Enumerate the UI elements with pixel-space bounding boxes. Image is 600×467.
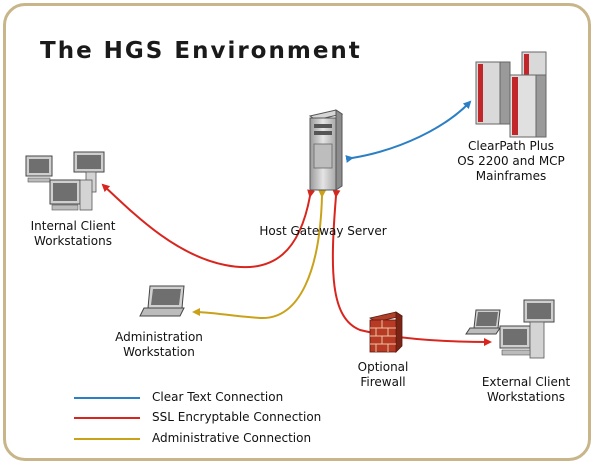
diagram-title: The HGS Environment (40, 38, 362, 64)
firewall-label: Optional Firewall (345, 360, 421, 390)
external-workstations-label: External Client Workstations (468, 375, 584, 405)
mainframes-label-line1: ClearPath Plus (468, 139, 554, 153)
internal-label-line1: Internal Client (30, 219, 116, 233)
external-label-line1: External Client (481, 375, 571, 389)
admin-workstation-label: Administration Workstation (100, 330, 218, 360)
external-label-line2: Workstations (487, 390, 565, 404)
legend-item-admin: Administrative Connection (152, 431, 312, 445)
mainframes-label-line3: Mainframes (475, 169, 547, 183)
admin-connection (192, 189, 327, 320)
mainframes-label-line2: OS 2200 and MCP (457, 154, 565, 168)
ssl-connection-external (331, 189, 492, 346)
legend-item-ssl: SSL Encryptable Connection (152, 410, 322, 424)
clear-text-connection (345, 100, 472, 163)
admin-label-line2: Workstation (123, 345, 195, 359)
internal-label-line2: Workstations (34, 234, 112, 248)
admin-label-line1: Administration (115, 330, 203, 344)
laptop-icon (139, 285, 185, 317)
legend-item-clear: Clear Text Connection (152, 390, 284, 404)
server-tower-icon (308, 109, 344, 191)
mainframes-label: ClearPath Plus OS 2200 and MCP Mainframe… (448, 139, 574, 184)
firewall-label-line1: Optional (357, 360, 409, 374)
workstation-cluster-icon (465, 299, 555, 359)
internal-workstations-label: Internal Client Workstations (18, 219, 128, 249)
server-label-text: Host Gateway Server (259, 224, 387, 238)
firewall-label-line2: Firewall (360, 375, 406, 389)
firewall-brick-icon (369, 311, 403, 353)
mainframe-icon (475, 51, 547, 138)
server-label: Host Gateway Server (248, 224, 398, 239)
workstation-cluster-icon (25, 151, 105, 211)
